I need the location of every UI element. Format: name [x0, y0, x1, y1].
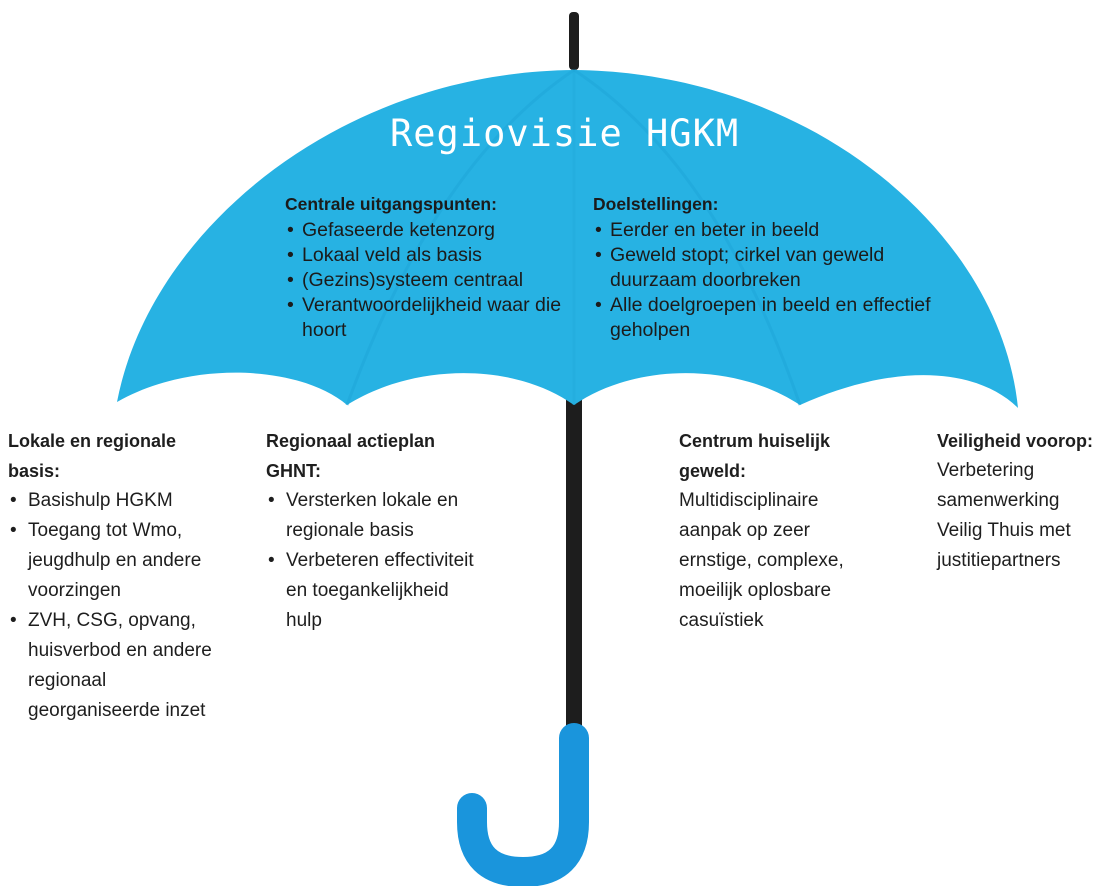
canopy-left-item: Gefaseerde ketenzorg — [285, 218, 575, 243]
canopy-right-list: Eerder en beter in beeld Geweld stopt; c… — [593, 218, 933, 343]
canopy-right-block: Doelstellingen: Eerder en beter in beeld… — [593, 192, 933, 343]
canopy-left-item: (Gezins)systeem centraal — [285, 268, 575, 293]
canopy-left-item: Lokaal veld als basis — [285, 243, 575, 268]
column-heading: Regionaal actieplan GHNT: — [266, 431, 436, 481]
column-veiligheid-voorop: Veiligheid voorop: Verbetering samenwerk… — [937, 426, 1097, 576]
canopy-right-item: Eerder en beter in beeld — [593, 218, 933, 243]
column-item: Toegang tot Wmo, jeugdhulp en andere voo… — [8, 516, 220, 606]
column-item: Basishulp HGKM — [8, 486, 220, 516]
column-actieplan: Regionaal actieplan GHNT: Versterken lok… — [266, 426, 481, 636]
canopy-left-list: Gefaseerde ketenzorg Lokaal veld als bas… — [285, 218, 575, 343]
column-lokale-basis: Lokale en regionale basis: Basishulp HGK… — [8, 426, 220, 726]
canopy-left-item: Verantwoordelijkheid waar die hoort — [285, 293, 575, 343]
umbrella-handle — [457, 723, 589, 886]
canopy-right-item: Alle doelgroepen in beeld en effectief g… — [593, 293, 933, 343]
column-list: Basishulp HGKM Toegang tot Wmo, jeugdhul… — [8, 486, 220, 726]
column-text: Verbetering samenwerking Veilig Thuis me… — [937, 460, 1071, 571]
canopy-left-heading: Centrale uitgangspunten: — [285, 194, 497, 214]
column-item: Versterken lokale en regionale basis — [266, 486, 481, 546]
canopy-seam-left — [345, 68, 575, 406]
diagram-title: Regiovisie HGKM — [390, 112, 740, 155]
column-heading: Lokale en regionale basis: — [8, 431, 177, 481]
column-text: Multidisciplinaire aanpak op zeer ernsti… — [679, 490, 844, 631]
canopy-left-block: Centrale uitgangspunten: Gefaseerde kete… — [285, 192, 575, 343]
column-list: Versterken lokale en regionale basis Ver… — [266, 486, 481, 636]
column-centrum-huiselijk-geweld: Centrum huiselijk geweld: Multidisciplin… — [679, 426, 879, 636]
column-item: ZVH, CSG, opvang, huisverbod en andere r… — [8, 606, 220, 726]
column-heading: Centrum huiselijk geweld: — [679, 431, 831, 481]
canopy-seam-right — [573, 68, 802, 406]
column-item: Verbeteren effectiviteit en toegankelijk… — [266, 546, 481, 636]
umbrella-tip — [569, 12, 579, 70]
column-heading: Veiligheid voorop: — [937, 431, 1094, 451]
canopy-right-item: Geweld stopt; cirkel van geweld duurzaam… — [593, 243, 933, 293]
canopy-right-heading: Doelstellingen: — [593, 194, 719, 214]
umbrella-shaft — [566, 395, 582, 740]
